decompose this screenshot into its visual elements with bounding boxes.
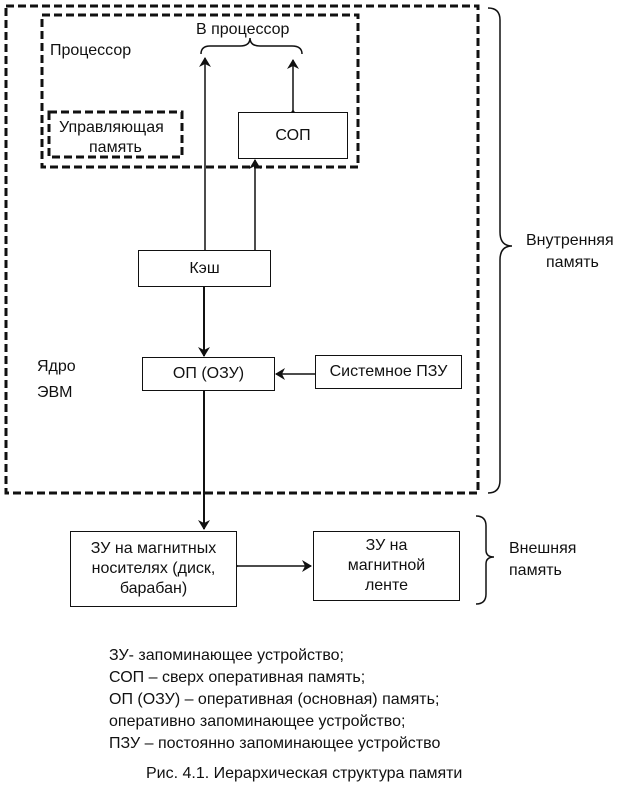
external-memory-label-line1: Внешняя xyxy=(509,540,577,557)
internal-memory-label-line2: память xyxy=(546,254,599,271)
core-label-line1: Ядро xyxy=(37,358,76,375)
node-system-rom-label: Системное ПЗУ xyxy=(329,363,448,380)
node-magnetic-disk: ЗУ на магнитных носителях (диск, барабан… xyxy=(70,531,237,607)
node-ram-label: ОП (ОЗУ) xyxy=(172,365,245,382)
legend-item: ПЗУ – постоянно запоминающее устройство xyxy=(109,735,441,752)
control-memory-label-line1: Управляющая xyxy=(59,119,164,136)
processor-label: Процессор xyxy=(50,42,132,59)
control-memory-boundary xyxy=(47,110,184,159)
figure-caption: Рис. 4.1. Иерархическая структура памяти xyxy=(146,765,463,782)
node-sop: СОП xyxy=(238,112,348,159)
external-memory-brace xyxy=(475,515,495,605)
core-boundary xyxy=(4,4,480,495)
external-memory-label-line2: память xyxy=(509,562,562,579)
node-cache: Кэш xyxy=(138,250,271,287)
node-cache-label: Кэш xyxy=(189,259,220,277)
node-magnetic-disk-line1: ЗУ на магнитных xyxy=(90,540,217,557)
node-magnetic-disk-line3: барабан) xyxy=(119,580,188,597)
legend-item: ОП (ОЗУ) – оперативная (основная) память… xyxy=(109,691,440,708)
control-memory-label-line2: память xyxy=(89,139,142,156)
node-magnetic-tape-line1: ЗУ на xyxy=(365,537,408,554)
node-magnetic-tape-line2: магнитной xyxy=(347,557,426,574)
to-processor-label: В процессор xyxy=(196,21,290,38)
node-magnetic-tape-line3: ленте xyxy=(364,577,409,594)
legend-item: оперативно запоминающее устройство; xyxy=(109,713,406,730)
legend-item: СОП – сверх оперативная память; xyxy=(109,669,366,686)
node-ram: ОП (ОЗУ) xyxy=(142,357,275,391)
node-sop-label: СОП xyxy=(275,126,311,144)
internal-memory-brace xyxy=(487,7,513,494)
node-system-rom: Системное ПЗУ xyxy=(315,355,462,389)
internal-memory-label-line1: Внутренняя xyxy=(526,232,614,249)
legend-item: ЗУ- запоминающее устройство; xyxy=(109,647,344,664)
core-label-line2: ЭВМ xyxy=(37,384,73,401)
legend: ЗУ- запоминающее устройство; СОП – сверх… xyxy=(109,645,440,755)
node-magnetic-tape: ЗУ на магнитной ленте xyxy=(313,531,460,601)
node-magnetic-disk-line2: носителях (диск, xyxy=(91,560,216,577)
to-processor-brace xyxy=(200,37,303,55)
